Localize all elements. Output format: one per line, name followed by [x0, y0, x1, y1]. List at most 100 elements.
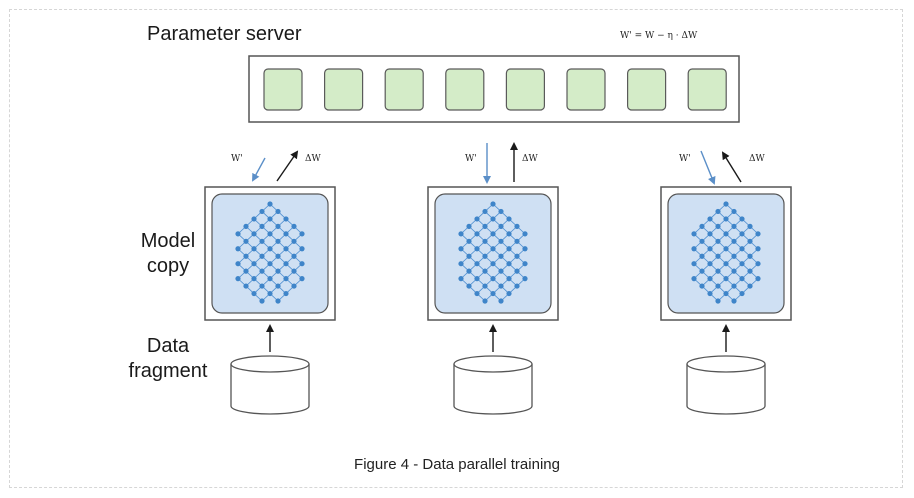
network-node — [715, 223, 721, 229]
network-node — [474, 261, 480, 267]
weights-down-arrow — [252, 157, 266, 182]
network-node — [267, 276, 273, 282]
network-node — [458, 231, 464, 237]
weights-down-arrow — [700, 150, 716, 185]
network-node — [522, 276, 528, 282]
parameter-shard — [566, 68, 606, 111]
network-node — [259, 253, 265, 259]
figure-caption: Figure 4 - Data parallel training — [354, 456, 560, 473]
network-node — [259, 283, 265, 289]
network-node — [275, 208, 281, 215]
network-node — [514, 268, 520, 274]
network-node — [259, 298, 265, 304]
network-node — [243, 268, 249, 274]
network-node — [243, 253, 249, 259]
network-node — [739, 276, 745, 282]
network-node — [522, 261, 528, 267]
model-copy-label-line2: copy — [147, 255, 189, 277]
network-node — [251, 276, 257, 282]
network-node — [731, 253, 737, 259]
network-node — [747, 238, 753, 244]
network-node — [474, 216, 480, 222]
network-node — [506, 246, 512, 252]
network-node — [474, 290, 480, 297]
network-node — [251, 246, 257, 252]
network-node — [747, 253, 753, 259]
network-node — [731, 298, 737, 304]
network-node — [707, 216, 713, 222]
network-node — [691, 231, 697, 237]
network-node — [490, 290, 496, 297]
parameter-shard — [687, 68, 727, 111]
parameter-shard — [445, 68, 485, 111]
network-node — [506, 231, 512, 237]
model-panel — [434, 193, 552, 314]
network-node — [707, 246, 713, 252]
network-node — [283, 246, 289, 252]
network-node — [755, 246, 761, 252]
gradient-up-label: ΔW — [522, 154, 538, 164]
network-node — [259, 208, 265, 215]
gradient-up-arrow — [276, 150, 299, 182]
network-node — [514, 283, 520, 289]
network-node — [514, 253, 520, 259]
network-node — [514, 238, 520, 244]
network-node — [731, 208, 737, 215]
network-node — [723, 261, 729, 267]
network-node — [291, 268, 297, 274]
network-node — [490, 276, 496, 282]
network-node — [691, 261, 697, 267]
model-panel — [667, 193, 785, 314]
network-node — [251, 261, 257, 267]
network-node — [466, 238, 472, 244]
network-node — [490, 246, 496, 252]
network-node — [283, 276, 289, 282]
data-fragment-cylinder — [686, 355, 766, 415]
network-node — [498, 208, 504, 215]
network-node — [723, 246, 729, 252]
network-node — [699, 253, 705, 259]
network-node — [458, 276, 464, 282]
network-node — [715, 238, 721, 244]
network-node — [739, 231, 745, 237]
network-node — [275, 223, 281, 229]
network-node — [755, 276, 761, 282]
network-node — [267, 246, 273, 252]
network-node — [498, 253, 504, 259]
network-node — [299, 246, 305, 252]
network-node — [291, 253, 297, 259]
network-node — [498, 223, 504, 229]
network-node — [466, 253, 472, 259]
network-node — [739, 290, 745, 297]
network-node — [723, 216, 729, 222]
data-fragment-label-line1: Data — [147, 335, 190, 357]
figure-frame — [9, 9, 903, 488]
network-node — [506, 276, 512, 282]
network-node — [731, 268, 737, 274]
parameter-shards — [263, 68, 727, 111]
network-node — [715, 283, 721, 289]
network-node — [747, 268, 753, 274]
network-node — [482, 208, 488, 215]
network-node — [235, 231, 241, 237]
network-node — [731, 283, 737, 289]
network-node — [243, 223, 249, 229]
network-node — [283, 261, 289, 267]
network-node — [275, 238, 281, 244]
network-node — [691, 276, 697, 282]
network-node — [715, 208, 721, 215]
gradient-up-arrow — [721, 151, 742, 183]
network-node — [490, 216, 496, 222]
network-node — [747, 283, 753, 289]
network-node — [482, 268, 488, 274]
network-node — [275, 253, 281, 259]
network-node — [243, 238, 249, 244]
network-node — [267, 261, 273, 267]
network-node — [699, 283, 705, 289]
network-node — [498, 298, 504, 304]
network-node — [715, 268, 721, 274]
network-node — [235, 276, 241, 282]
network-node — [707, 231, 713, 237]
network-node — [291, 223, 297, 229]
